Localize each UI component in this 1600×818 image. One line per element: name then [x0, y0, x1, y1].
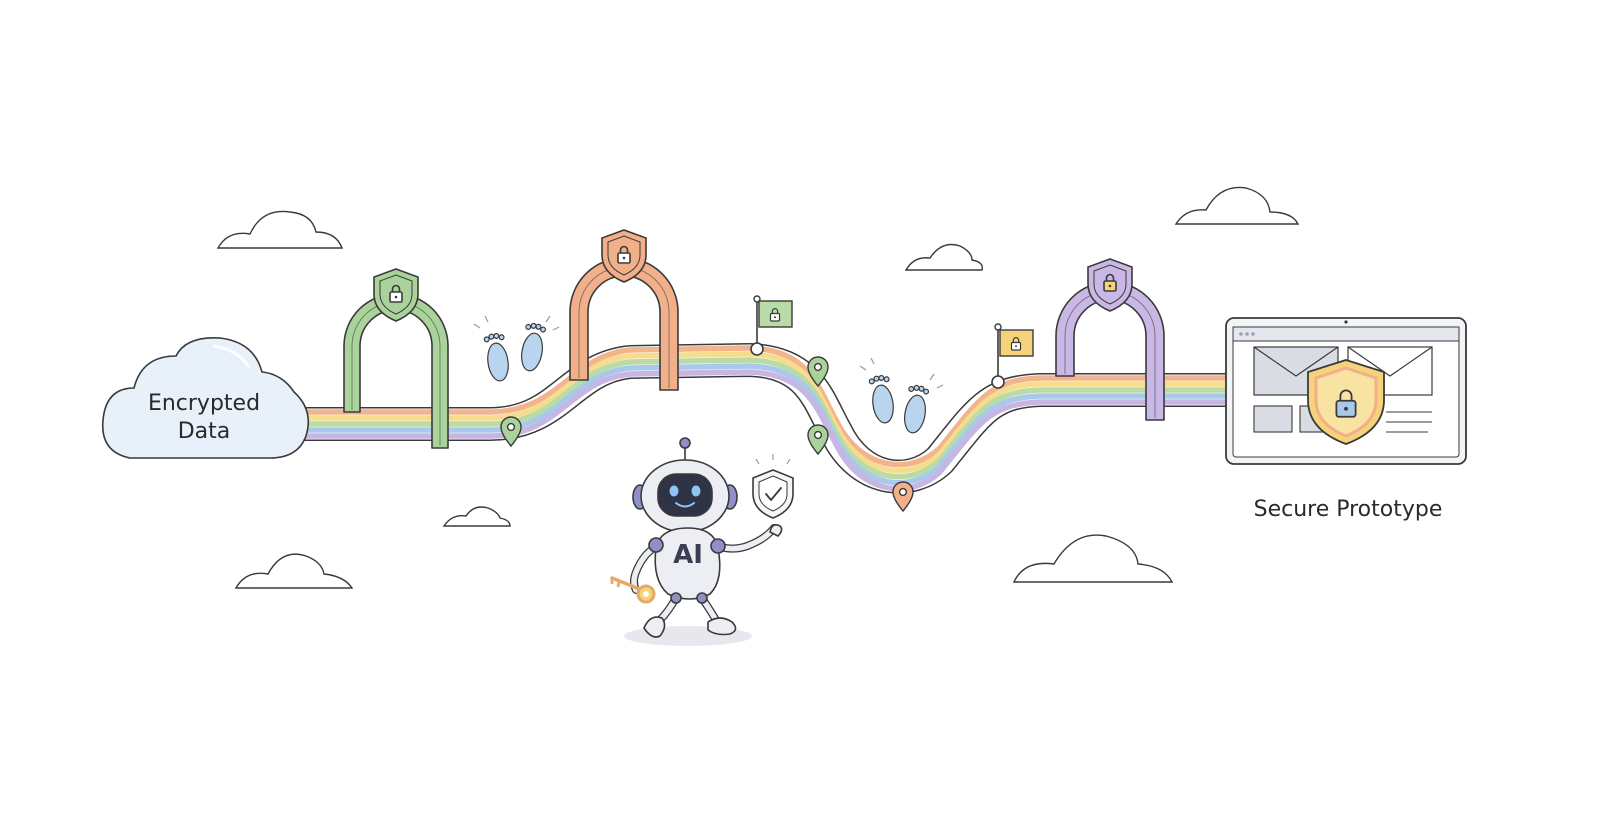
footprints-icon [473, 315, 560, 382]
cloud-icon [234, 553, 354, 589]
map-pin-icon [807, 356, 829, 388]
flag-lock-icon [750, 295, 793, 356]
shield-lock-icon [601, 229, 647, 283]
encrypted-data-cloud: Encrypted Data [101, 337, 310, 459]
destination-label: Secure Prototype [1254, 497, 1443, 522]
source-label-line1: Encrypted [148, 391, 260, 416]
secure-prototype-window: Secure Prototype [1225, 317, 1467, 522]
footprints-icon [859, 357, 944, 434]
background-clouds [216, 186, 1300, 589]
cloud-icon [904, 243, 983, 271]
cloud-icon [1174, 186, 1300, 225]
rainbow-data-track [283, 343, 1249, 494]
robot-label: AI [673, 540, 703, 570]
map-pin-icon [892, 481, 914, 513]
shield-lock-icon [1307, 359, 1385, 445]
cloud-icon [216, 210, 344, 249]
ai-robot: AI [610, 437, 783, 646]
security-gate-green [343, 268, 449, 449]
source-label-line2: Data [178, 419, 231, 444]
cloud-icon [442, 506, 511, 527]
map-pin-icon [500, 416, 522, 448]
shield-lock-icon [373, 268, 419, 322]
cloud-icon [101, 337, 310, 459]
shield-lock-icon [1087, 258, 1133, 312]
security-gate-purple [1055, 258, 1165, 421]
key-icon [610, 576, 656, 604]
cloud-icon [1012, 534, 1174, 583]
map-pin-icon [807, 424, 829, 456]
map-pins [500, 356, 914, 513]
robot-icon [610, 437, 783, 638]
security-gate-orange [569, 229, 679, 391]
shield-check-icon [752, 454, 794, 519]
flag-lock-icon [991, 323, 1034, 389]
